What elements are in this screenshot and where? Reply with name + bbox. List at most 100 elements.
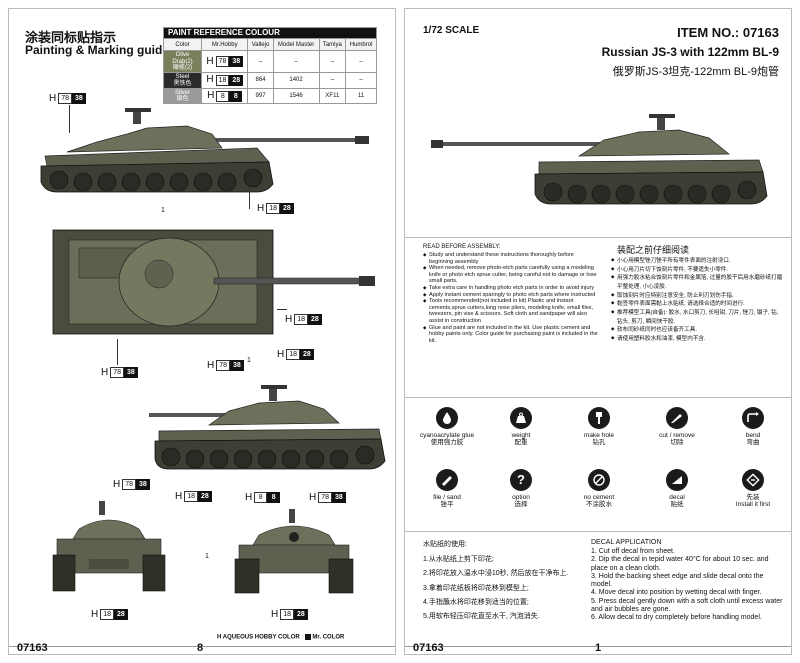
list-item: 3. Hold the backing sheet edge and slide… <box>591 572 764 588</box>
list-item: 用强力胶水粘合蚀刻片零件和金属箔, 过量的胶干后用水磨砂纸打磨平整处理, 小心凌… <box>611 274 783 291</box>
decal-steps-en: 1. Cut off decal from sheet. 2. Dip the … <box>591 548 783 622</box>
paint-table-header: Humbrol <box>345 38 377 52</box>
tank-rear-view-illustration <box>52 501 166 592</box>
list-item: 1. Cut off decal from sheet. <box>591 548 675 555</box>
list-item: Apply instant cement sparingly to photo … <box>423 292 599 299</box>
tank-front-view-illustration <box>234 509 354 594</box>
list-item: 3.拿着印花纸板将印花移到模型上; <box>423 584 529 592</box>
list-item: When needed, remove photo-etch parts car… <box>423 265 599 285</box>
decal-title-cn: 水贴纸的使用: <box>423 541 467 548</box>
tank-side-view-illustration <box>149 385 386 470</box>
list-item: 2. Dip the decal in tepid water 40°C for… <box>591 556 769 572</box>
tank-hero-illustration <box>431 114 768 205</box>
list-item: 4.手指蘸水将印花移到适当的位置; <box>423 599 529 607</box>
glue-drop-icon <box>436 407 458 429</box>
paint-table-header: Color <box>163 38 202 52</box>
list-item: 小心用模型锉刀锉平所有零件表面的注射浇口. <box>611 257 783 266</box>
list-item: 5. Press decal gently down with a soft c… <box>591 597 783 613</box>
list-item: 取蚀刻片时应特别注意安全, 防止利刃划伤手指. <box>611 292 783 301</box>
decal-steps-cn: 1.从水贴纸上剪下印花; 2.将印花放入温水中浸10秒, 然后放在干净布上. 3… <box>423 553 588 625</box>
paint-table-header: Tamiya <box>318 38 347 52</box>
file-icon <box>436 469 458 491</box>
bend-icon <box>742 407 764 429</box>
part-number: 1 <box>247 357 251 364</box>
list-item: Tools recommended(not included in kit) P… <box>423 298 599 324</box>
knife-icon <box>666 407 688 429</box>
right-page: 1/72 SCALE ITEM NO.: 07163 Russian JS-3 … <box>404 8 792 655</box>
list-item: Study and understand these instructions … <box>423 252 599 265</box>
left-page: 涂装同标贴指示 Painting & Marking guide PAINT R… <box>8 8 396 655</box>
question-icon: ? <box>510 469 532 491</box>
list-item: 1.从水贴纸上剪下印花; <box>423 556 494 563</box>
left-header-cn: 涂装同标贴指示 <box>25 30 117 45</box>
paint-legend: H AQUEOUS HOBBY COLOR Mr. COLOR <box>217 634 345 641</box>
drill-icon <box>588 407 610 429</box>
product-title-cn: 俄罗斯JS-3坦克-122mm BL-9炮管 <box>612 66 779 78</box>
list-item: Glue and paint are not included in the k… <box>423 325 599 345</box>
product-title-en: Russian JS-3 with 122mm BL-9 <box>601 45 779 59</box>
list-item: 小心用刀片切下蚀刻片零件, 不要遗失小零件. <box>611 266 783 275</box>
decal-title-en: DECAL APPLICATION <box>591 539 662 546</box>
read-before-assembly-en: READ BEFORE ASSEMBLY: <box>423 244 501 250</box>
weight-icon <box>510 407 532 429</box>
part-number: 1 <box>161 207 165 214</box>
color-swatch-olive-drab: Olive Drab(2)橄榄(2) <box>163 50 202 74</box>
tank-side-view-illustration <box>40 108 369 193</box>
install-first-icon <box>742 469 764 491</box>
list-item: 推荐模型工具(自备): 胶水, 水口剪刀, 长咀钳, 刀片, 锉刀, 镊子, 钻… <box>611 309 783 326</box>
left-header-en: Painting & Marking guide <box>25 43 170 57</box>
list-item: 软布同砂纸同时也应该备齐工具. <box>611 326 783 335</box>
item-number: ITEM NO.: 07163 <box>677 25 779 40</box>
paint-table-header-row: Color Mr.Hobby Vallejo Model Master Tami… <box>163 38 377 52</box>
paint-table-header: Mr.Hobby <box>200 38 249 52</box>
list-item: 6. Allow decal to dry completely before … <box>591 614 762 621</box>
list-item: 黏签零件表面需黏上水贴纸, 请选择合适的时间进行. <box>611 300 783 309</box>
paint-table-title: PAINT REFERENCE COLOUR <box>163 26 377 40</box>
instructions-en-list: Study and understand these instructions … <box>423 252 599 344</box>
list-item: 2.将印花放入温水中浸10秒, 然后放在干净布上. <box>423 570 569 578</box>
read-before-assembly-cn: 装配之前仔细阅读 <box>617 245 690 255</box>
paint-table-header: Vallejo <box>247 38 274 52</box>
left-footer-page-number: 8 <box>197 642 204 654</box>
instructions-cn-list: 小心用模型锉刀锉平所有零件表面的注射浇口. 小心用刀片切下蚀刻片零件, 不要遗失… <box>611 257 783 344</box>
right-footer-item-no: 07163 <box>413 642 444 654</box>
right-footer-page-number: 1 <box>595 642 602 654</box>
list-item: 请使用塑料胶水和油漆, 模型内不含. <box>611 335 783 344</box>
paint-reference-table: PAINT REFERENCE COLOUR Color Mr.Hobby Va… <box>163 26 377 105</box>
list-item: 4. Move decal into position by wetting d… <box>591 589 762 597</box>
tank-top-view-illustration <box>52 229 375 335</box>
scale-label: 1/72 SCALE <box>423 25 480 36</box>
part-number: 1 <box>205 553 209 560</box>
left-footer-item-no: 07163 <box>17 642 48 654</box>
list-item: 5.用软布轻压印花直至水干, 汽泡消失. <box>423 613 540 621</box>
paint-table-header: Model Master <box>272 38 320 52</box>
no-cement-icon <box>588 469 610 491</box>
